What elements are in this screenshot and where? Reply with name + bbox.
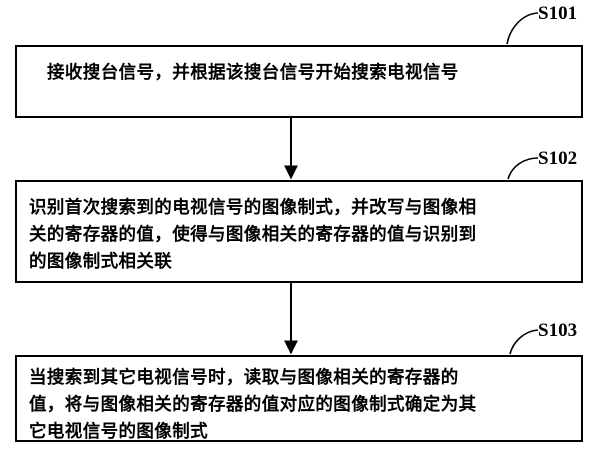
- step-text-line: 的图像制式相关联: [29, 252, 173, 272]
- leader-line-s103: [509, 329, 539, 355]
- step-text-line: 关的寄存器的值，使得与图像相关的寄存器的值与识别到: [29, 225, 477, 245]
- leader-line-s102: [507, 157, 539, 180]
- step-text-s101: 接收搜台信号，并根据该搜台信号开始搜索电视信号: [47, 60, 459, 87]
- step-text-line: 当搜索到其它电视信号时，读取与图像相关的寄存器的: [29, 368, 459, 388]
- step-box-s101: 接收搜台信号，并根据该搜台信号开始搜索电视信号: [15, 45, 583, 118]
- step-label-s103: S103: [538, 320, 578, 341]
- step-text-line: 识别首次搜索到的电视信号的图像制式，并改写与图像相: [29, 198, 477, 218]
- step-label-s101: S101: [538, 3, 578, 24]
- step-text-s103: 当搜索到其它电视信号时，读取与图像相关的寄存器的 值，将与图像相关的寄存器的值对…: [29, 365, 477, 446]
- step-box-s103: 当搜索到其它电视信号时，读取与图像相关的寄存器的 值，将与图像相关的寄存器的值对…: [15, 355, 583, 442]
- leader-line-s101: [506, 12, 539, 45]
- step-label-s102: S102: [538, 148, 578, 169]
- step-text-s102: 识别首次搜索到的电视信号的图像制式，并改写与图像相 关的寄存器的值，使得与图像相…: [29, 195, 477, 276]
- step-text-line: 值，将与图像相关的寄存器的值对应的图像制式确定为其: [29, 395, 477, 415]
- step-text-line: 它电视信号的图像制式: [29, 422, 208, 442]
- step-box-s102: 识别首次搜索到的电视信号的图像制式，并改写与图像相 关的寄存器的值，使得与图像相…: [15, 180, 583, 283]
- step-text-line: 接收搜台信号，并根据该搜台信号开始搜索电视信号: [47, 63, 459, 83]
